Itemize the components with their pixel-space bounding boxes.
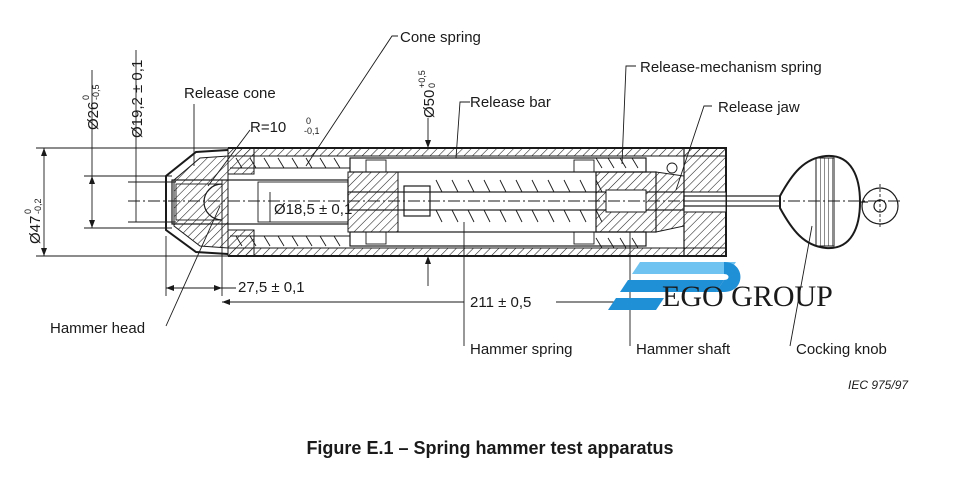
logo-shape-4 — [716, 262, 741, 292]
hammer-spring — [435, 179, 603, 223]
outer-body — [227, 147, 727, 257]
watermark-logo: EGO GROUP — [608, 262, 833, 313]
figure-caption: Figure E.1 – Spring hammer test apparatu… — [306, 438, 673, 458]
dim-d19: Ø19,2 ± 0,1 — [129, 60, 146, 138]
hammer-head — [171, 179, 349, 225]
dim-radius: R=10 — [250, 119, 286, 136]
dim-d50-upper: +0,5 — [417, 70, 427, 88]
dim-radius-lower: -0,1 — [304, 126, 320, 136]
dim-d50: Ø50 — [421, 90, 438, 118]
logo-shape-3 — [608, 298, 664, 310]
leader-lines — [165, 35, 813, 347]
label-release-mechanism-spring: Release-mechanism spring — [640, 59, 822, 76]
label-release-bar: Release bar — [470, 94, 551, 111]
label-hammer-shaft: Hammer shaft — [636, 341, 731, 358]
dimension-texts: Ø26 0 -0,5 Ø19,2 ± 0,1 Ø50 +0,5 0 Ø47 0 … — [23, 60, 531, 311]
dim-d50-lower: 0 — [427, 83, 437, 88]
label-cone-spring: Cone spring — [400, 29, 481, 46]
logo-shape-1 — [632, 262, 736, 274]
dim-d47-upper: 0 — [23, 209, 33, 214]
component-labels: Cone spring Release-mechanism spring Rel… — [50, 29, 887, 358]
dim-d47-lower: -0,2 — [33, 198, 43, 214]
dim-len-27: 27,5 ± 0,1 — [238, 279, 305, 296]
dim-len-211: 211 ± 0,5 — [470, 294, 531, 311]
label-hammer-head: Hammer head — [50, 320, 145, 337]
release-jaw-block — [595, 157, 685, 249]
dim-d26: Ø26 — [85, 102, 102, 130]
label-cocking-knob: Cocking knob — [796, 341, 887, 358]
watermark-text: EGO GROUP — [662, 280, 833, 313]
label-release-cone: Release cone — [184, 85, 276, 102]
label-hammer-spring: Hammer spring — [470, 341, 573, 358]
cone-spring — [230, 157, 350, 247]
dim-d26-upper: 0 — [81, 95, 91, 100]
dim-d18: Ø18,5 ± 0,1 — [274, 201, 352, 218]
figure-reference: IEC 975/97 — [848, 378, 909, 392]
release-cone — [165, 149, 229, 255]
dim-d26-lower: -0,5 — [91, 84, 101, 100]
cocking-knob — [779, 154, 899, 250]
logo-shape-2 — [620, 280, 724, 292]
label-release-jaw: Release jaw — [718, 99, 800, 116]
dim-radius-upper: 0 — [306, 116, 311, 126]
dim-d47: Ø47 — [27, 216, 44, 244]
